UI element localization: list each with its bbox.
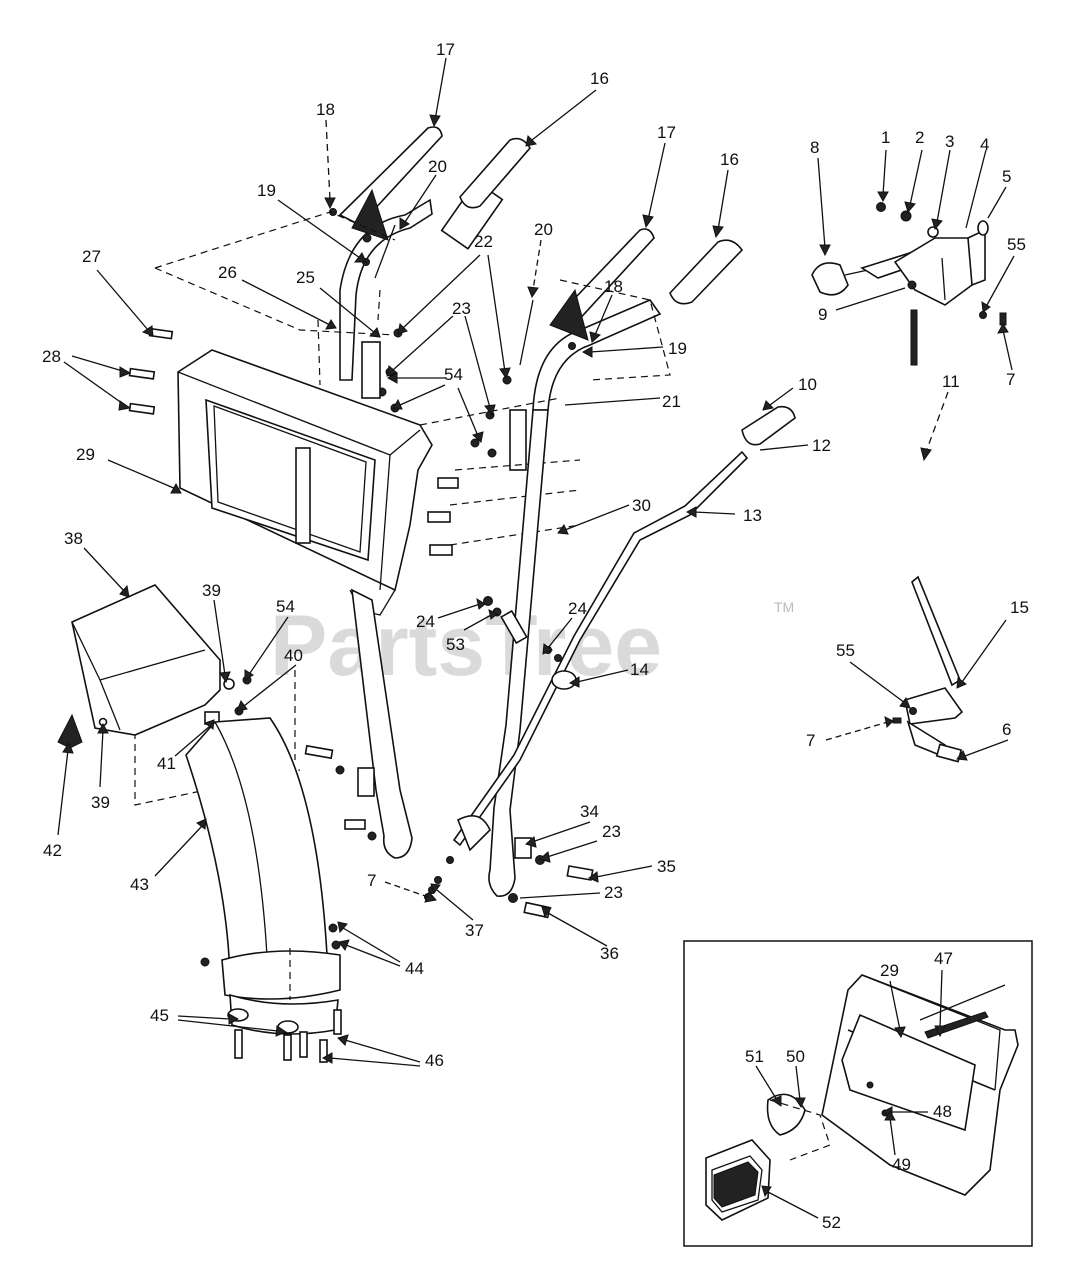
- assembly-dashed-lines: [134, 211, 671, 806]
- callout-10: 10: [798, 375, 817, 394]
- callout-55: 55: [1007, 235, 1026, 254]
- callout-52: 52: [822, 1213, 841, 1232]
- callout-34: 34: [580, 802, 599, 821]
- watermark-text: PartsTree: [270, 598, 662, 694]
- callout-39: 39: [91, 793, 110, 812]
- discharge-chute: [185, 717, 341, 1035]
- watermark-trademark: TM: [774, 599, 794, 615]
- callout-15: 15: [1010, 598, 1029, 617]
- callout-44: 44: [405, 959, 424, 978]
- callout-1: 1: [881, 128, 890, 147]
- inset-detail-box: [683, 940, 1033, 1247]
- callout-50: 50: [786, 1047, 805, 1066]
- callout-54: 54: [444, 365, 463, 384]
- callout-6: 6: [1002, 720, 1011, 739]
- control-lever-right: [519, 228, 655, 366]
- callout-7: 7: [367, 871, 376, 890]
- callout-42: 42: [43, 841, 62, 860]
- right-upper-handle: [532, 299, 662, 411]
- control-panel: [177, 349, 433, 616]
- callout-28: 28: [42, 347, 61, 366]
- callout-9: 9: [818, 305, 827, 324]
- callout-21: 21: [662, 392, 681, 411]
- callout-5: 5: [1002, 167, 1011, 186]
- callout-38: 38: [64, 529, 83, 548]
- callout-45: 45: [150, 1006, 169, 1025]
- callout-18: 18: [316, 100, 335, 119]
- callout-8: 8: [810, 138, 819, 157]
- callout-19: 19: [257, 181, 276, 200]
- callout-24: 24: [568, 599, 587, 618]
- callout-30: 30: [632, 496, 651, 515]
- callout-48: 48: [933, 1102, 952, 1121]
- callout-41: 41: [157, 754, 176, 773]
- callout-37: 37: [465, 921, 484, 940]
- callout-12: 12: [812, 436, 831, 455]
- callout-4: 4: [980, 135, 989, 154]
- callout-29: 29: [76, 445, 95, 464]
- callout-24: 24: [416, 612, 435, 631]
- chute-crank-rod: [452, 405, 796, 847]
- callout-39: 39: [202, 581, 221, 600]
- callout-43: 43: [130, 875, 149, 894]
- callout-20: 20: [534, 220, 553, 239]
- callout-7: 7: [1006, 370, 1015, 389]
- callout-17: 17: [436, 40, 455, 59]
- callout-25: 25: [296, 268, 315, 287]
- callout-46: 46: [425, 1051, 444, 1070]
- callout-23: 23: [452, 299, 471, 318]
- callout-17: 17: [657, 123, 676, 142]
- shift-detail-assembly: [811, 202, 1007, 366]
- callout-49: 49: [892, 1155, 911, 1174]
- callout-13: 13: [743, 506, 762, 525]
- control-lever-left: [329, 126, 443, 279]
- callout-16: 16: [720, 150, 739, 169]
- callout-35: 35: [657, 857, 676, 876]
- callout-numbers: 17 16 18 20 19 17 16 27 26 25 22 20 18 1…: [42, 40, 1029, 1232]
- callout-2: 2: [915, 128, 924, 147]
- callout-26: 26: [218, 263, 237, 282]
- callout-22: 22: [474, 232, 493, 251]
- callout-51: 51: [745, 1047, 764, 1066]
- leader-lines: [57, 57, 1015, 1219]
- callout-23: 23: [602, 822, 621, 841]
- callout-18: 18: [604, 277, 623, 296]
- callout-55: 55: [836, 641, 855, 660]
- callout-40: 40: [284, 646, 303, 665]
- crank-bracket-detail: [892, 575, 964, 763]
- callout-19: 19: [668, 339, 687, 358]
- callout-20: 20: [428, 157, 447, 176]
- callout-3: 3: [945, 132, 954, 151]
- callout-47: 47: [934, 949, 953, 968]
- callout-29: 29: [880, 961, 899, 980]
- callout-14: 14: [630, 660, 649, 679]
- callout-23: 23: [604, 883, 623, 902]
- callout-27: 27: [82, 247, 101, 266]
- callout-16: 16: [590, 69, 609, 88]
- callout-11: 11: [942, 372, 960, 391]
- hand-grip-left: [459, 137, 531, 209]
- callout-53: 53: [446, 635, 465, 654]
- hand-grip-right: [669, 239, 744, 305]
- callout-36: 36: [600, 944, 619, 963]
- callout-7: 7: [806, 731, 815, 750]
- left-lower-handle: [304, 588, 413, 859]
- callout-54: 54: [276, 597, 295, 616]
